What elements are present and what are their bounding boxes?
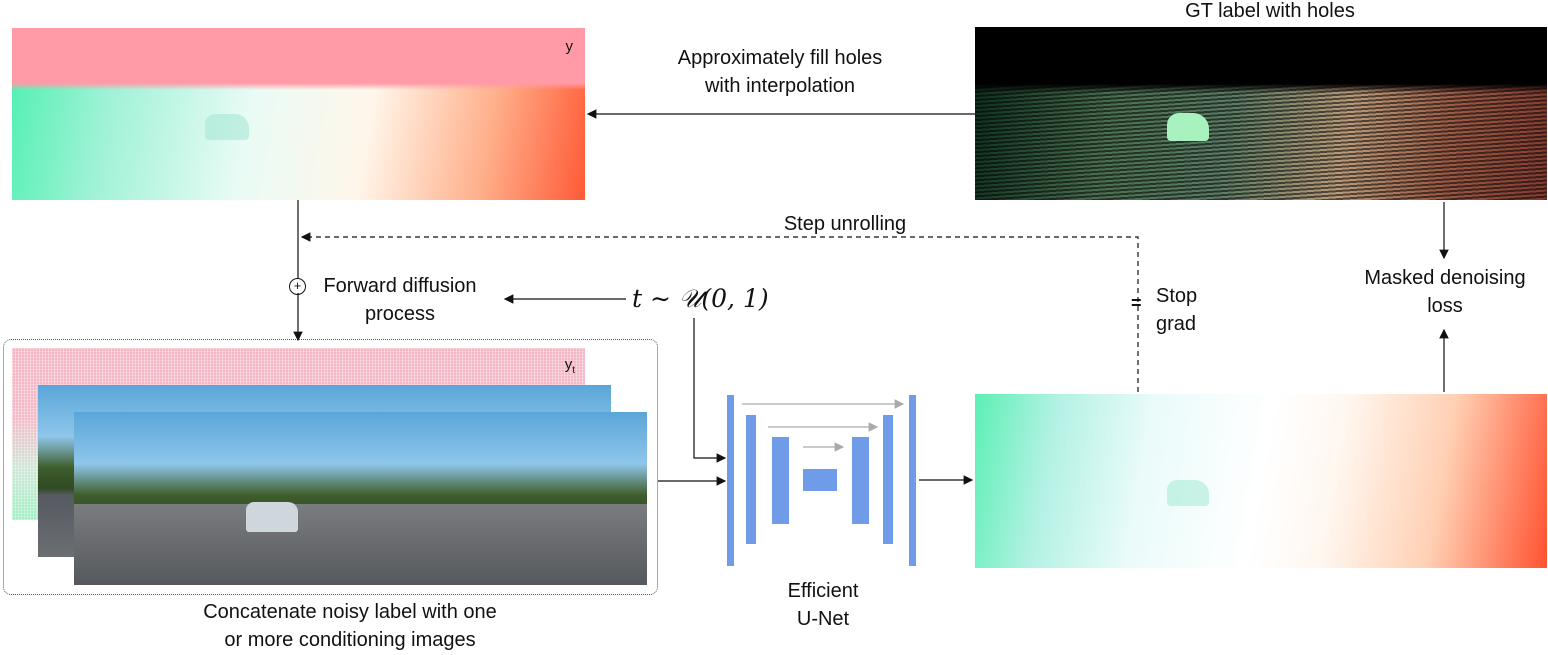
unet-encoder-layer-3 (772, 437, 789, 524)
gt-label-title: GT label with holes (1185, 0, 1355, 22)
concatenate-caption: Concatenate noisy label with one or more… (203, 601, 497, 651)
unet-encoder-layer-1 (727, 395, 734, 566)
unet-bottleneck (803, 469, 837, 491)
filled-depth-label-y: y (12, 28, 585, 200)
y-tag: y (565, 38, 574, 55)
conditioning-input-group (3, 339, 658, 595)
time-sampling-label: t ∼ 𝒰(0, 1) (632, 284, 769, 313)
car-silhouette (1167, 480, 1209, 506)
unet-decoder-layer-3 (852, 437, 869, 524)
unet-label: Efficient U-Net (787, 580, 859, 630)
conditioning-image-front (74, 412, 647, 585)
unet-decoder-layer-2 (883, 415, 893, 544)
fill-holes-label: Approximately fill holes with interpolat… (677, 47, 883, 97)
car-silhouette (1167, 113, 1209, 141)
unet-encoder-layer-2 (746, 415, 756, 544)
stop-grad-label: Stop grad (1156, 285, 1198, 335)
forward-diffusion-label: Forward diffusion process (323, 275, 477, 325)
step-unrolling-dashed-arrow (300, 232, 1139, 392)
yt-tag: yt (564, 356, 575, 376)
car-photo (246, 502, 298, 532)
predicted-depth-output (975, 394, 1547, 568)
step-unrolling-label: Step unrolling (783, 213, 907, 235)
gt-sparse-depth-image (975, 27, 1547, 200)
car-silhouette (205, 114, 249, 140)
road (74, 504, 647, 585)
stop-grad-symbol: = (1131, 293, 1142, 313)
time-to-unet-arrow (693, 318, 727, 463)
masked-denoising-loss-label: Masked denoising loss (1364, 267, 1526, 317)
unet-decoder-layer-1 (909, 395, 916, 566)
